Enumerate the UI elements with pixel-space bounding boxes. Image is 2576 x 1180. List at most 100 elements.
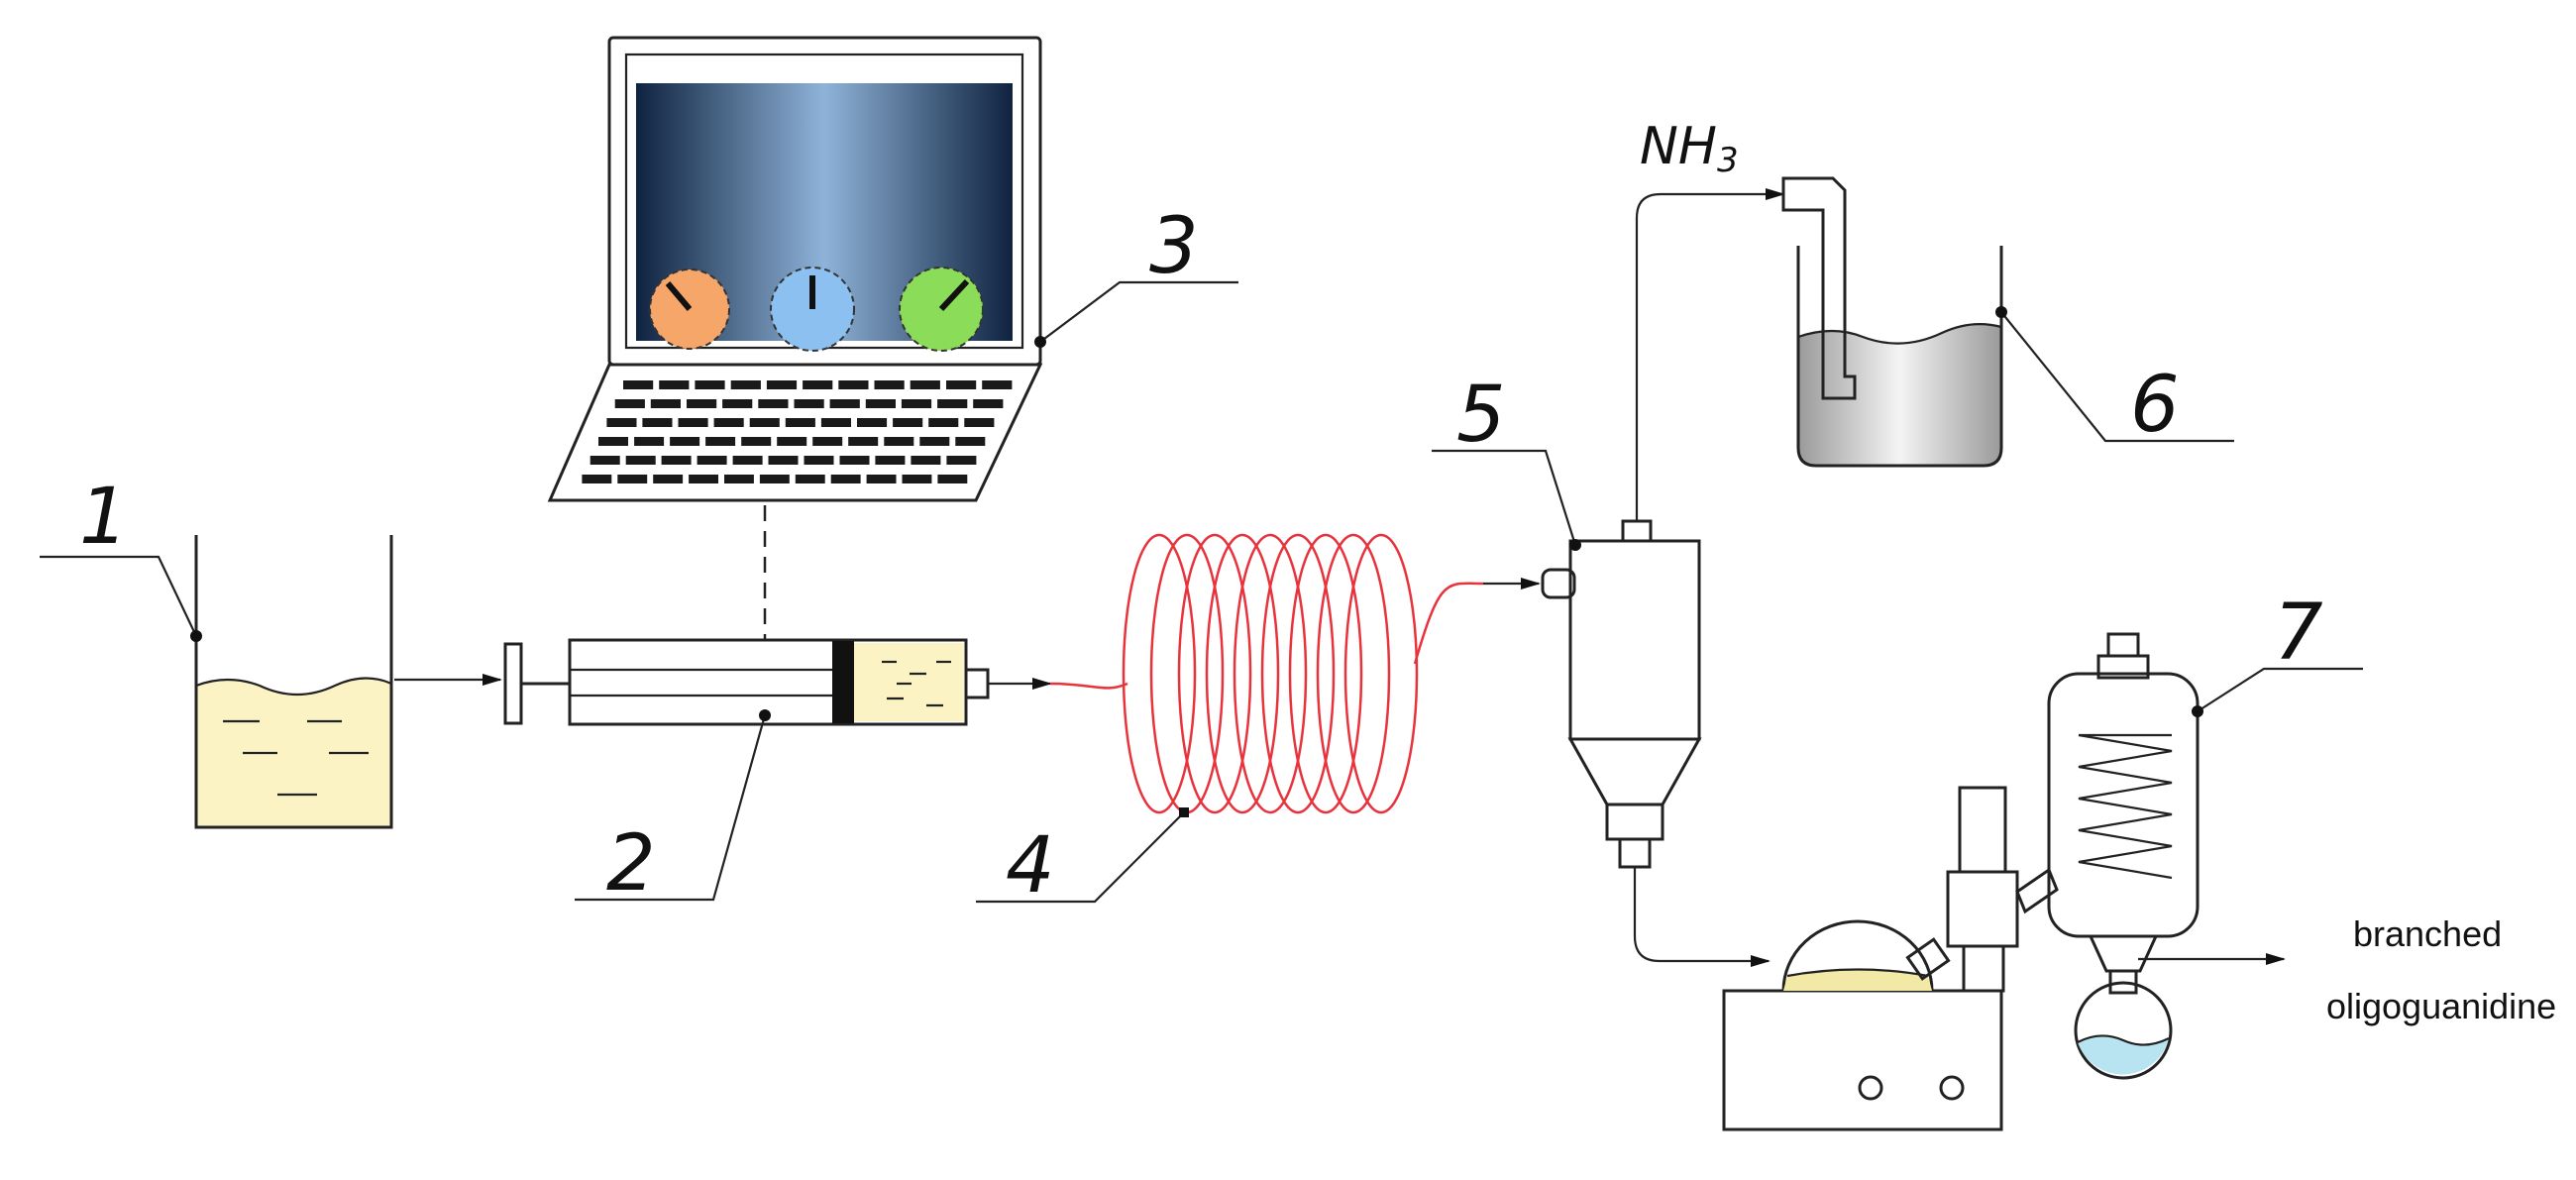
callout-2: 2 <box>575 709 771 909</box>
keyboard-key <box>777 437 807 446</box>
keyboard-key <box>820 418 851 427</box>
keyboard-key <box>689 475 718 483</box>
keyboard-key <box>625 456 656 465</box>
keyboard-key <box>848 437 879 446</box>
keyboard-key <box>794 399 824 408</box>
keyboard-key <box>910 380 940 389</box>
keyboard-key <box>874 380 905 389</box>
coil-turn <box>1316 533 1391 814</box>
keyboard-key <box>741 437 772 446</box>
keyboard-key <box>866 475 897 483</box>
callout-6: 6 <box>1995 306 2234 450</box>
keyboard-key <box>732 456 763 465</box>
keyboard-key <box>829 399 860 408</box>
keyboard-key <box>659 380 690 389</box>
keyboard-key <box>650 399 681 408</box>
coil-turn <box>1288 533 1363 814</box>
coil-reactor <box>1049 533 1484 814</box>
keyboard-key <box>875 456 906 465</box>
gauge-orange <box>649 268 730 350</box>
keyboard-key <box>919 437 950 446</box>
keyboard-key <box>634 437 665 446</box>
keyboard-key <box>884 437 914 446</box>
product-label-line2: oligoguanidine <box>2326 986 2556 1026</box>
keyboard-key <box>830 475 861 483</box>
callout-4: 4 <box>976 807 1189 911</box>
keyboard-key <box>804 456 834 465</box>
gauge-green <box>899 267 984 352</box>
keyboard-key <box>606 418 637 427</box>
gas-liquid-separator <box>1541 519 1702 869</box>
keyboard-key <box>749 418 780 427</box>
ammonia-label: NH3 <box>1640 117 1739 180</box>
keyboard-key <box>946 380 977 389</box>
keyboard-key <box>730 380 761 389</box>
keyboard-key <box>697 456 727 465</box>
receiving-flask-liquid <box>2078 1035 2169 1075</box>
absorber-liquid <box>1798 324 2001 466</box>
keyboard-key <box>713 418 744 427</box>
keyboard-key <box>590 456 620 465</box>
callout-4-label: 4 <box>1006 821 1055 911</box>
reservoir-solution <box>196 678 391 827</box>
evaporation-flask-liquid <box>1783 969 1932 991</box>
keyboard-key <box>973 399 1004 408</box>
keyboard-key <box>617 475 648 483</box>
callout-1: 1 <box>40 473 202 642</box>
callout-7: 7 <box>2192 589 2363 717</box>
keyboard-key <box>642 418 673 427</box>
keyboard-key <box>759 475 790 483</box>
keyboard-key <box>795 475 825 483</box>
keyboard-key <box>724 475 754 483</box>
separator-outlet-line <box>1633 867 1771 967</box>
keyboard-key <box>768 456 799 465</box>
keyboard-key <box>955 437 986 446</box>
keyboard-key <box>623 380 654 389</box>
coil-turn <box>1177 533 1252 814</box>
keyboard-key <box>582 475 612 483</box>
coil-turn <box>1233 533 1308 814</box>
keyboard-key <box>687 399 717 408</box>
keyboard-key <box>758 399 789 408</box>
reservoir-beaker <box>194 535 393 829</box>
keyboard-key <box>812 437 843 446</box>
keyboard-key <box>695 380 725 389</box>
callout-6-label: 6 <box>2130 361 2180 450</box>
coil-inlet-tube <box>1049 682 1128 690</box>
callout-3-label: 3 <box>1149 202 1199 291</box>
keyboard-key <box>661 456 692 465</box>
callout-7-label: 7 <box>2274 589 2323 678</box>
keyboard-key <box>937 475 968 483</box>
keyboard-key <box>964 418 995 427</box>
keyboard-key <box>982 380 1013 389</box>
coil-turn <box>1260 533 1336 814</box>
laptop-keyboard <box>582 380 1013 483</box>
coil-turn <box>1149 533 1225 814</box>
syringe-pump <box>503 638 1052 726</box>
laptop <box>547 36 1043 502</box>
keyboard-key <box>857 418 888 427</box>
callout-5-label: 5 <box>1456 371 1506 460</box>
gauge-blue <box>770 267 855 352</box>
keyboard-key <box>911 456 941 465</box>
callout-5: 5 <box>1432 371 1581 551</box>
receiving-flask <box>2074 981 2173 1080</box>
callout-1-label: 1 <box>79 473 129 562</box>
rotary-evaporator <box>1722 632 2200 1131</box>
coil-turn <box>1343 533 1419 814</box>
keyboard-key <box>928 418 959 427</box>
ammonia-absorber <box>1781 176 2003 468</box>
condenser-coil <box>2078 733 2173 880</box>
keyboard-key <box>937 399 968 408</box>
keyboard-key <box>598 437 628 446</box>
syringe-solution <box>850 643 964 721</box>
keyboard-key <box>946 456 977 465</box>
keyboard-key <box>893 418 923 427</box>
keyboard-key <box>901 399 932 408</box>
keyboard-key <box>670 437 700 446</box>
keyboard-key <box>785 418 815 427</box>
callout-3: 3 <box>1034 202 1238 348</box>
coil-turn <box>1122 533 1197 814</box>
evaporation-flask <box>1781 919 1934 993</box>
